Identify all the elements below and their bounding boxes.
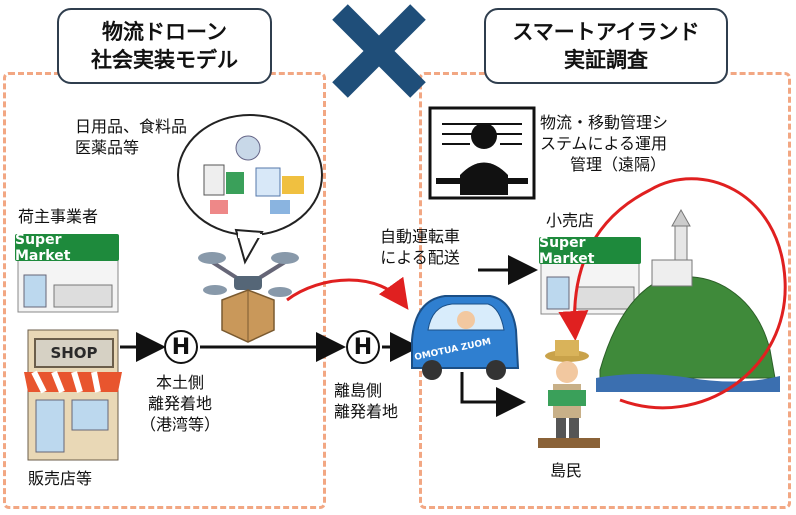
retailer-label: 販売店等 bbox=[28, 469, 93, 488]
right-title-box: スマートアイランド 実証調査 bbox=[484, 8, 728, 84]
islander-icon bbox=[538, 340, 600, 448]
left-title-box: 物流ドローン 社会実装モデル bbox=[57, 8, 272, 84]
left-title-line2: 社会実装モデル bbox=[91, 48, 238, 72]
remote-operator-icon bbox=[428, 106, 536, 200]
drone-icon bbox=[198, 252, 299, 343]
island-helipad-icon: H bbox=[346, 330, 380, 364]
cross-icon bbox=[332, 4, 426, 98]
supermarket-left-sign: Super Market bbox=[15, 232, 119, 264]
autonomous-delivery-label: 自動運転車 による配送 bbox=[379, 227, 460, 267]
goods-label: 日用品、食料品 医薬品等 bbox=[75, 117, 188, 157]
right-title-line1: スマートアイランド bbox=[512, 20, 700, 44]
right-title-line2: 実証調査 bbox=[564, 48, 648, 72]
mainland-helipad-label: 本土側 離発着地 （港湾等） bbox=[139, 373, 220, 434]
supermarket-right-sign: Super Market bbox=[539, 235, 641, 267]
autonomous-car-icon bbox=[411, 295, 520, 380]
retail-store-label: 小売店 bbox=[546, 211, 595, 230]
mainland-helipad-icon: H bbox=[164, 330, 198, 364]
supermarket-left-icon bbox=[17, 259, 119, 313]
island-helipad-label: 離島側 離発着地 bbox=[334, 381, 399, 421]
shipper-label: 荷主事業者 bbox=[18, 207, 99, 226]
left-title-line1: 物流ドローン bbox=[102, 20, 227, 44]
island-icon bbox=[596, 208, 780, 392]
goods-bubble-icon bbox=[177, 114, 323, 265]
islander-label: 島民 bbox=[550, 461, 583, 480]
shop-sign: SHOP bbox=[34, 338, 114, 368]
system-label: 物流・移動管理シ ステムによる運用 管理（遠隔） bbox=[540, 113, 669, 174]
supermarket-right-icon bbox=[540, 261, 640, 315]
